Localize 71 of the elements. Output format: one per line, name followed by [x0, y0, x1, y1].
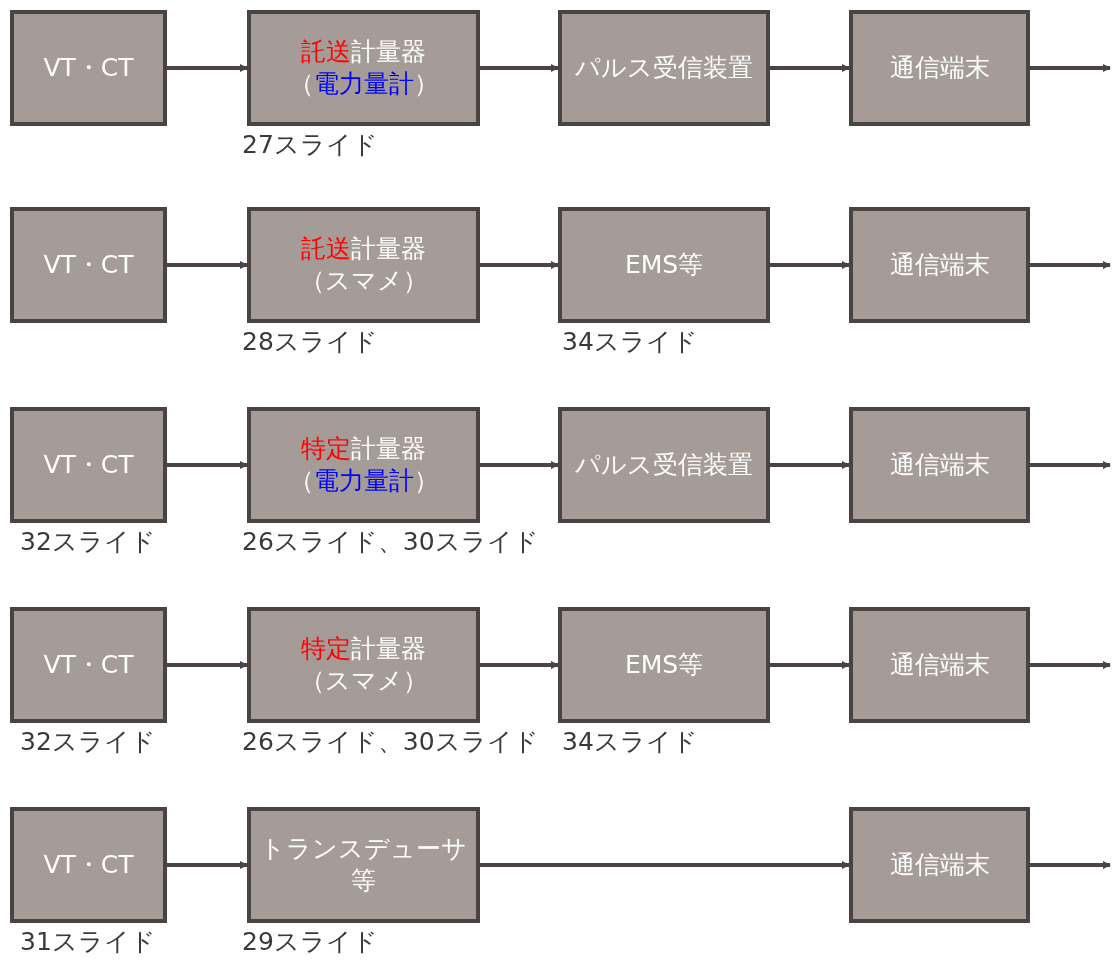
box-label: 託送計量器 [301, 232, 426, 265]
process-box [849, 10, 1030, 126]
box-label: （スマメ） [299, 265, 428, 297]
arrow [770, 661, 850, 669]
process-box [247, 10, 480, 126]
box-label: VT・CT [43, 51, 134, 84]
process-box [558, 10, 770, 126]
slide-reference: 32スライド [20, 527, 156, 557]
box-label: 通信端末 [889, 51, 990, 84]
process-box [10, 207, 167, 323]
process-box [10, 407, 167, 523]
box-label: VT・CT [43, 648, 134, 681]
slide-reference: 28スライド [242, 327, 378, 357]
box-label: トランスデューサ等 [259, 832, 468, 897]
box-label: 通信端末 [889, 248, 990, 281]
arrow [167, 661, 248, 669]
box-label: 特定計量器 [301, 432, 426, 465]
process-box [247, 607, 480, 723]
slide-reference: 34スライド [562, 727, 698, 757]
arrow [1030, 861, 1111, 869]
slide-reference: 29スライド [242, 927, 378, 957]
arrow [480, 64, 559, 72]
arrow [480, 261, 559, 269]
slide-reference: 26スライド、30スライド [242, 527, 539, 557]
slide-reference: 34スライド [562, 327, 698, 357]
box-label: （電力量計） [288, 465, 439, 497]
process-box [849, 807, 1030, 923]
box-label: 通信端末 [889, 848, 990, 881]
arrow [770, 461, 850, 469]
arrow [167, 861, 248, 869]
process-box [558, 207, 770, 323]
box-label: 託送計量器 [301, 35, 426, 68]
arrow [480, 461, 559, 469]
box-label: 特定計量器 [301, 632, 426, 665]
arrow [1030, 64, 1111, 72]
box-label: パルス受信装置 [575, 51, 753, 84]
slide-reference: 31スライド [20, 927, 156, 957]
arrow [480, 861, 850, 869]
slide-reference: 26スライド、30スライド [242, 727, 539, 757]
process-box [849, 207, 1030, 323]
process-box [247, 207, 480, 323]
arrow [770, 261, 850, 269]
box-label: パルス受信装置 [575, 448, 753, 481]
arrow [167, 261, 248, 269]
box-label: （スマメ） [299, 665, 428, 697]
box-label: 通信端末 [889, 448, 990, 481]
arrow [167, 64, 248, 72]
arrow [770, 64, 850, 72]
box-label: EMS等 [624, 248, 704, 281]
box-label: EMS等 [624, 648, 704, 681]
box-label: VT・CT [43, 448, 134, 481]
process-box [849, 607, 1030, 723]
slide-reference: 32スライド [20, 727, 156, 757]
arrow [1030, 261, 1111, 269]
process-box [558, 407, 770, 523]
box-label: 通信端末 [889, 648, 990, 681]
arrow [1030, 461, 1111, 469]
process-box [247, 807, 480, 923]
arrow [480, 661, 559, 669]
process-box [247, 407, 480, 523]
box-label: VT・CT [43, 248, 134, 281]
process-box [849, 407, 1030, 523]
process-box [10, 807, 167, 923]
arrow [167, 461, 248, 469]
box-label: （電力量計） [288, 68, 439, 100]
box-label: VT・CT [43, 848, 134, 881]
slide-reference: 27スライド [242, 130, 378, 160]
process-box [558, 607, 770, 723]
process-box [10, 10, 167, 126]
arrow [1030, 661, 1111, 669]
process-box [10, 607, 167, 723]
